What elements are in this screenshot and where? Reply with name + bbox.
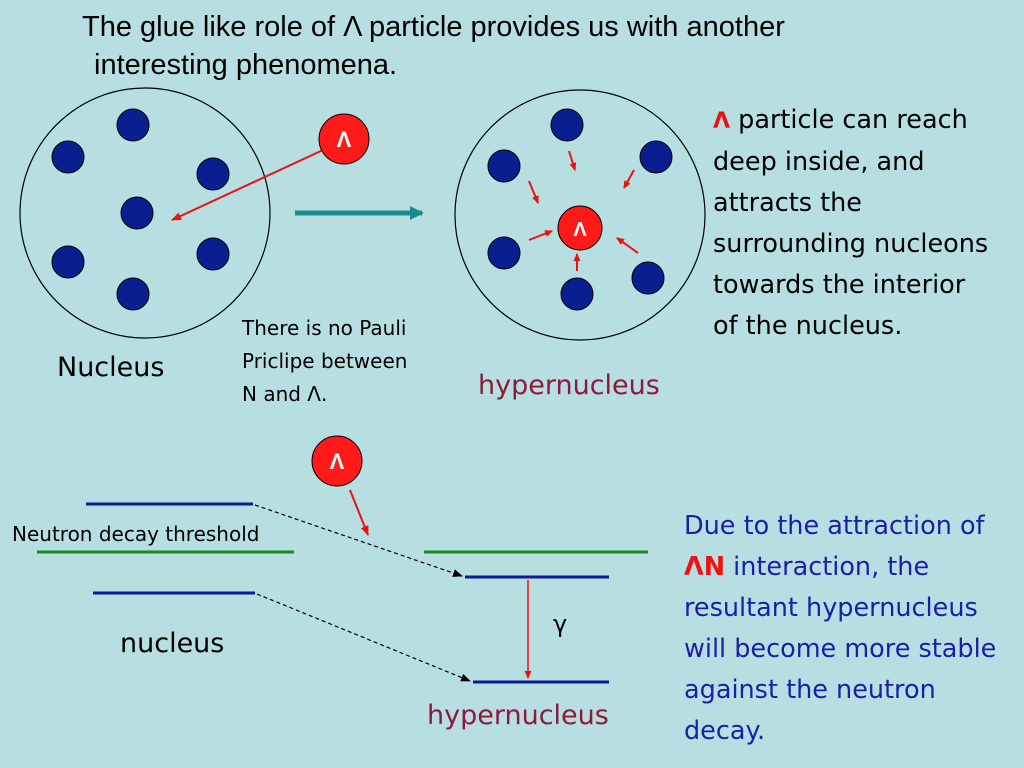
reach-line3: attracts the: [713, 188, 862, 218]
neutron-threshold-label: Neutron decay threshold: [12, 522, 260, 546]
nucleon: [116, 108, 150, 142]
nucleon: [196, 157, 230, 191]
hypernucleus-label-bottom: hypernucleus: [427, 700, 609, 731]
lambda-symbol-top: Λ: [337, 127, 352, 152]
lambda-particle-top: [318, 113, 370, 165]
nucleon: [116, 277, 150, 311]
lambda-entry-arrow: [171, 149, 324, 221]
reach-line4: surrounding nucleons: [713, 229, 989, 259]
stability-line2-text: interaction, the: [725, 552, 930, 582]
reach-line1: Λ particle can reach: [713, 100, 1023, 142]
pauli-note-line1: There is no Pauli: [242, 316, 407, 340]
lambda-symbol-center: Λ: [573, 219, 587, 241]
nucleon: [639, 140, 673, 174]
pauli-note-line3: N and Λ.: [242, 382, 328, 406]
nucleon: [631, 261, 665, 295]
stability-line6: decay.: [684, 716, 766, 746]
attraction-arrow: [528, 230, 553, 241]
hypernucleus-boundary-circle: [454, 89, 706, 341]
pauli-note: There is no Pauli Priclipe between N and…: [242, 312, 452, 411]
nucleon: [196, 237, 230, 271]
nucleon: [51, 140, 85, 174]
stability-line5: against the neutron: [684, 675, 936, 705]
attraction-arrow: [616, 237, 639, 254]
reach-line2: deep inside, and: [713, 147, 925, 177]
lambda-bottom-arrow: [349, 489, 369, 536]
lambda-particle-center: [557, 205, 603, 251]
stability-line3: resultant hypernucleus: [684, 593, 978, 623]
attraction-arrow: [623, 169, 635, 189]
nucleon: [51, 245, 85, 279]
nucleus-label-bottom: nucleus: [120, 628, 225, 659]
nucleon: [487, 236, 521, 270]
stability-line4: will become more stable: [684, 634, 997, 664]
nucleon: [120, 196, 154, 230]
reach-explanation: Λ particle can reach deep inside, and at…: [713, 100, 1023, 347]
stability-line2: ΛN interaction, the: [684, 547, 1024, 588]
slide-title-line2: interesting phenomena.: [94, 49, 398, 81]
slide-title: The glue like role of Λ particle provide…: [82, 8, 942, 84]
shift-dashed-arrow-lower: [256, 593, 471, 682]
nucleon: [487, 149, 521, 183]
slide-title-line1: The glue like role of Λ particle provide…: [82, 11, 785, 43]
nucleus-boundary-circle: [19, 87, 271, 339]
nucleus-label: Nucleus: [57, 352, 165, 383]
reach-line6: of the nucleus.: [713, 311, 903, 341]
gamma-label: γ: [553, 610, 568, 638]
attraction-arrow: [528, 180, 539, 204]
stability-explanation: Due to the attraction of ΛN interaction,…: [684, 506, 1024, 752]
pauli-note-line2: Priclipe between: [242, 349, 408, 373]
hypernucleus-label-top: hypernucleus: [478, 370, 660, 401]
reach-line1-text: particle can reach: [730, 105, 968, 135]
attraction-arrow: [568, 150, 577, 171]
reach-line5: towards the interior: [713, 270, 966, 300]
lambda-particle-bottom: [311, 435, 363, 487]
reach-lambda-symbol: Λ: [713, 109, 731, 134]
lambda-symbol-bottom: Λ: [330, 449, 345, 474]
stability-ln-symbol: ΛN: [684, 552, 726, 582]
shift-dashed-arrow-upper: [254, 504, 463, 577]
nucleon: [550, 108, 584, 142]
stability-line1: Due to the attraction of: [684, 511, 985, 541]
nucleon: [560, 277, 594, 311]
